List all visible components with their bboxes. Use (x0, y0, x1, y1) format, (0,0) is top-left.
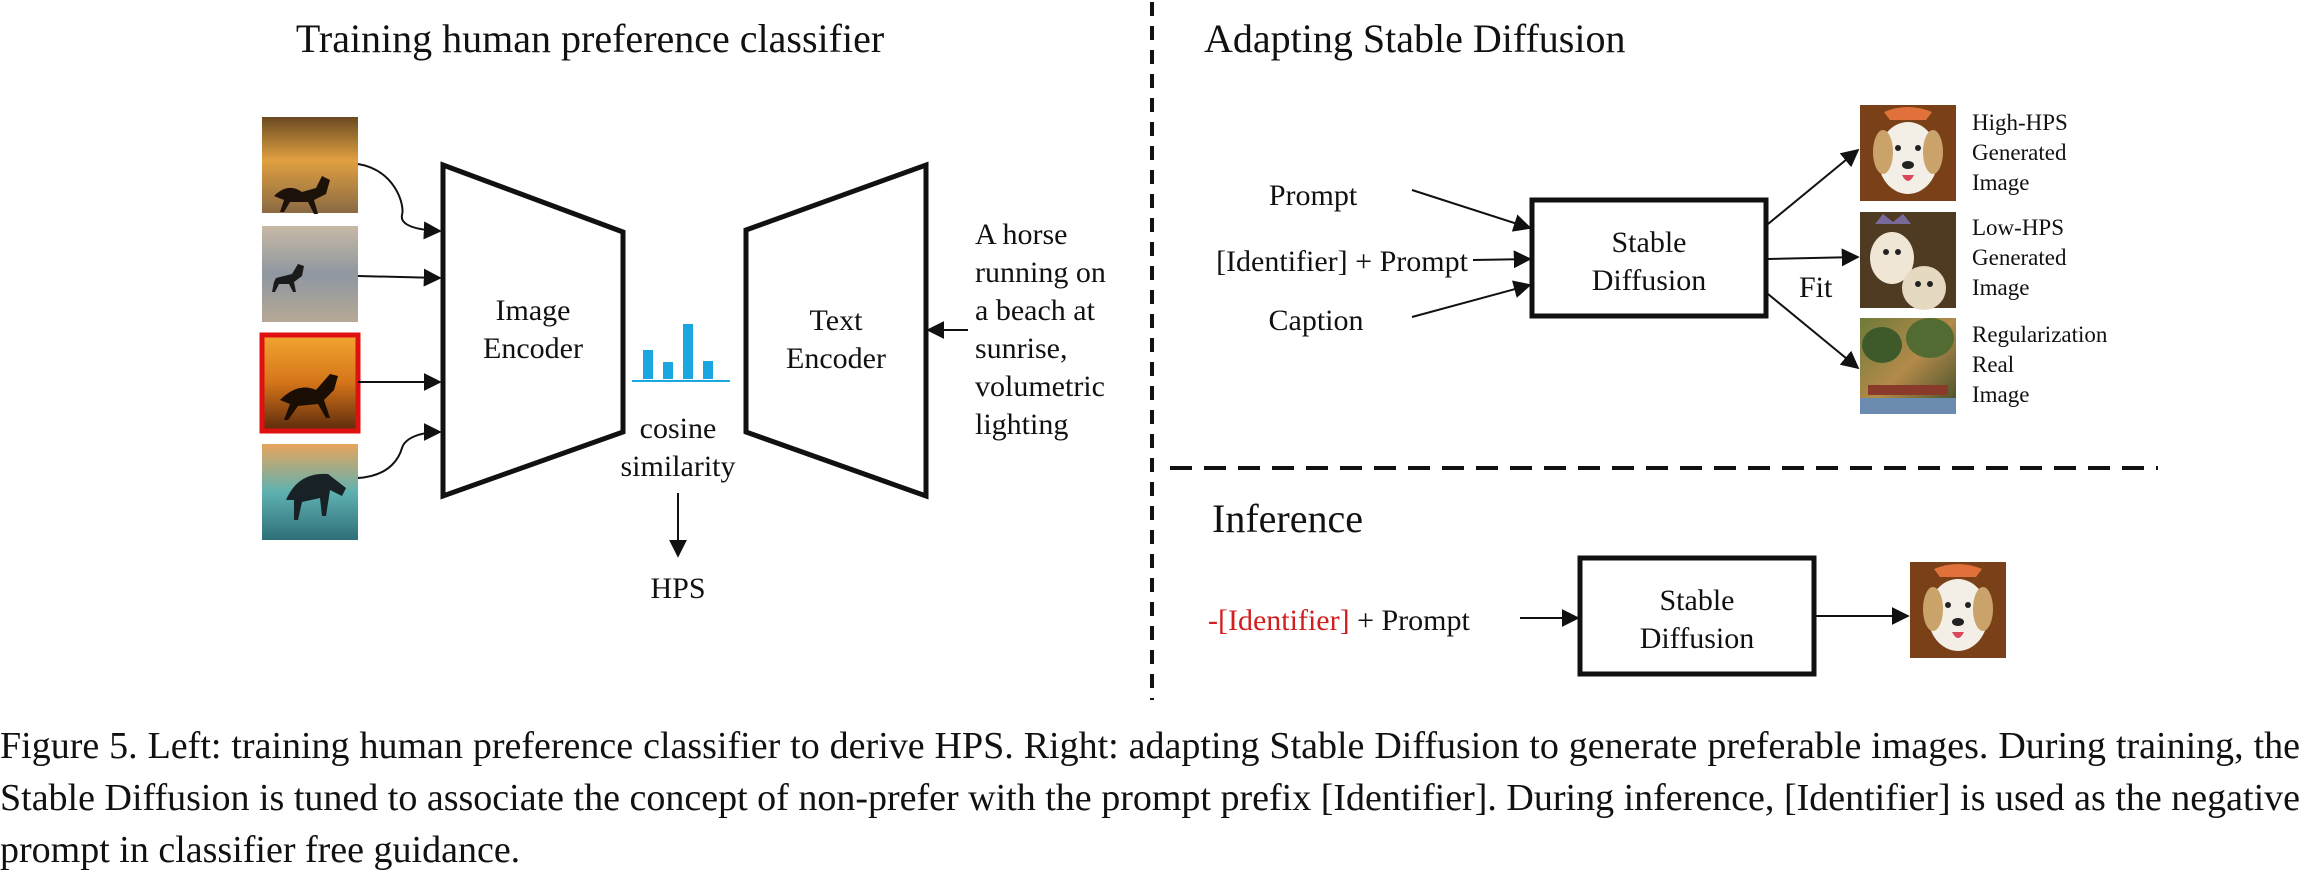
svg-text:Image: Image (1972, 275, 2029, 300)
text-encoder-label-line-1: Text (810, 304, 864, 337)
horse-image-3-highlighted (259, 332, 361, 434)
high-hps-dog-image (1860, 105, 1956, 201)
identifier-negative-prefix: -[Identifier] (1208, 604, 1350, 637)
input-identifier-prompt: [Identifier] + Prompt (1216, 245, 1469, 278)
cosine-similarity-label-line-2: similarity (621, 450, 736, 483)
svg-text:A horse: A horse (975, 218, 1068, 251)
input-caption: Caption (1269, 304, 1364, 337)
svg-text:Image: Image (1972, 382, 2029, 407)
sd-training-label-line-1: Stable (1612, 226, 1687, 259)
horse-image-4 (262, 444, 358, 540)
sd-inference-label-line-2: Diffusion (1640, 622, 1754, 655)
arrow-sd-to-regularization (1767, 293, 1860, 370)
arrow-prompt-to-sd (1411, 189, 1532, 232)
left-panel-title: Training human preference classifier (296, 16, 884, 61)
arrow-image-1-to-encoder (357, 163, 442, 240)
fit-label: Fit (1799, 271, 1833, 304)
inference-prompt-rest: + Prompt (1350, 604, 1471, 637)
regularization-real-image (1860, 318, 1956, 414)
svg-text:Low-HPS: Low-HPS (1972, 215, 2064, 240)
sd-inference-label-line-1: Stable (1660, 584, 1735, 617)
horse-image-2 (262, 226, 358, 322)
arrow-identifier-to-sd (1472, 250, 1532, 269)
arrow-sd-to-low-hps (1767, 248, 1860, 267)
sd-training-label-line-2: Diffusion (1592, 264, 1706, 297)
stable-diffusion-inference-block (1577, 555, 1817, 677)
regularization-label: Regularization Real Image (1972, 322, 2108, 407)
svg-text:lighting: lighting (975, 408, 1068, 441)
image-encoder-label-line-2: Encoder (483, 332, 583, 365)
svg-text:High-HPS: High-HPS (1972, 110, 2068, 135)
text-encoder-block (743, 161, 929, 500)
inference-panel-title: Inference (1212, 496, 1363, 541)
low-hps-label: Low-HPS Generated Image (1972, 215, 2067, 300)
similarity-bars-icon (632, 324, 730, 382)
input-prompt: Prompt (1269, 179, 1358, 212)
text-encoder-label-line-2: Encoder (786, 342, 886, 375)
low-hps-dog-image (1860, 212, 1956, 310)
horse-image-1 (262, 117, 358, 214)
arrow-sd-to-high-hps (1767, 148, 1860, 225)
stable-diffusion-training-block (1529, 197, 1769, 319)
svg-text:Image: Image (1972, 170, 2029, 195)
arrow-image-2-to-encoder (357, 268, 442, 287)
svg-text:running on: running on (975, 256, 1106, 289)
image-encoder-block (440, 161, 626, 500)
svg-text:Real: Real (1972, 352, 2014, 377)
horse-prompt-text: A horse running on a beach at sunrise, v… (975, 218, 1106, 441)
cosine-similarity-label-line-1: cosine (640, 412, 717, 445)
inference-output-dog-image (1910, 562, 2006, 658)
figure-caption: Figure 5. Left: training human preferenc… (0, 725, 2300, 871)
svg-text:Generated: Generated (1972, 245, 2067, 270)
arrow-caption-to-sd (1411, 280, 1532, 318)
svg-text:a beach at: a beach at (975, 294, 1096, 327)
svg-text:sunrise,: sunrise, (975, 332, 1068, 365)
image-encoder-label-line-1: Image (496, 294, 571, 327)
svg-text:Regularization: Regularization (1972, 322, 2108, 347)
high-hps-label: High-HPS Generated Image (1972, 110, 2068, 195)
svg-text:Generated: Generated (1972, 140, 2067, 165)
hps-label: HPS (650, 572, 705, 605)
arrow-image-4-to-encoder (357, 423, 442, 479)
svg-text:volumetric: volumetric (975, 370, 1105, 403)
inference-prompt: -[Identifier] + Prompt (1208, 604, 1471, 637)
adapting-panel-title: Adapting Stable Diffusion (1204, 16, 1625, 61)
